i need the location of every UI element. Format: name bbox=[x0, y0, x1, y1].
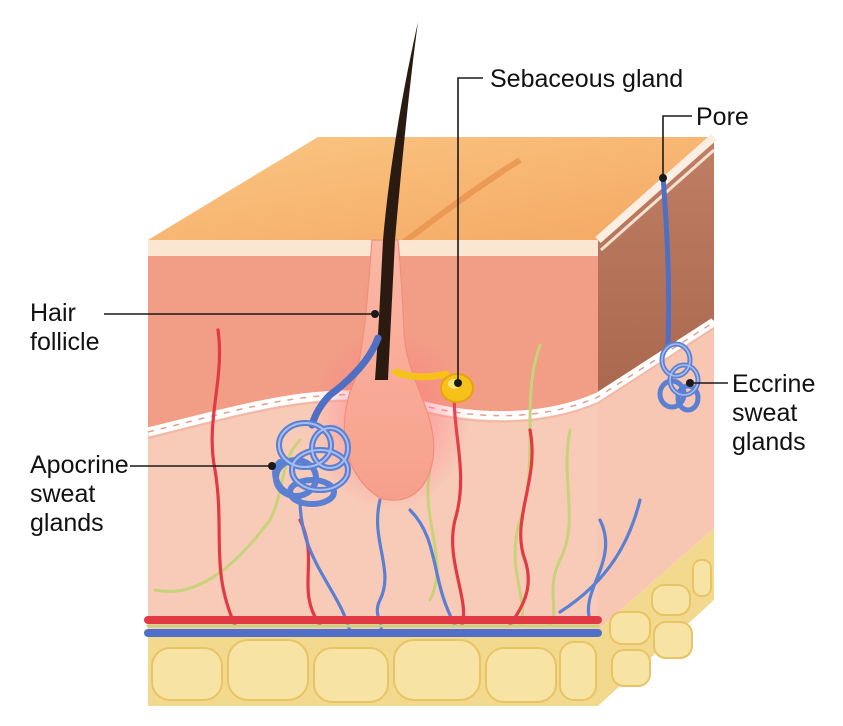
label-eccrine-line3: glands bbox=[732, 428, 806, 456]
label-eccrine-line1: Eccrine bbox=[732, 370, 815, 398]
skin-surface bbox=[148, 137, 714, 248]
apocrine-gland bbox=[272, 334, 382, 507]
side-face bbox=[595, 134, 717, 706]
sebaceous-gland bbox=[392, 368, 474, 403]
label-sebaceous-gland: Sebaceous gland bbox=[490, 65, 683, 93]
eccrine-gland bbox=[657, 173, 701, 413]
leader-lines bbox=[104, 77, 728, 470]
label-apocrine-line2: sweat bbox=[30, 480, 95, 508]
label-apocrine-line3: glands bbox=[30, 509, 104, 537]
subcutaneous-fat bbox=[148, 630, 598, 706]
label-eccrine-line2: sweat bbox=[732, 399, 797, 427]
label-hair-follicle-line2: follicle bbox=[30, 328, 99, 356]
label-pore: Pore bbox=[696, 103, 749, 131]
vessels bbox=[144, 328, 642, 637]
label-hair-follicle-line1: Hair bbox=[30, 299, 76, 327]
label-apocrine-line1: Apocrine bbox=[30, 451, 129, 479]
